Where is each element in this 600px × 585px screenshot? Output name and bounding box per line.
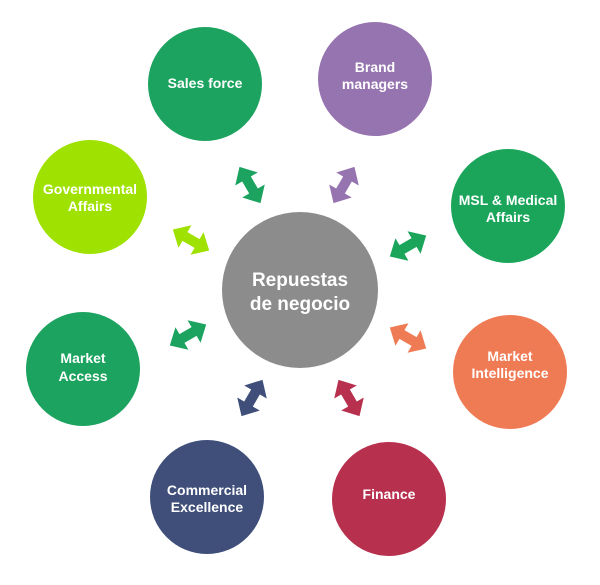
- node-label-line-1: MSL & Medical: [459, 192, 558, 208]
- node-finance: Finance: [332, 442, 446, 556]
- node-market-access: Market Access: [26, 312, 140, 426]
- node-circle: [33, 140, 147, 254]
- arrow-msl-medical-affairs: [383, 224, 433, 268]
- arrow-sales-force: [228, 160, 272, 210]
- node-circle: [26, 312, 140, 426]
- node-commercial-excellence: Commercial Excellence: [150, 440, 264, 554]
- node-brand-managers: Brand managers: [318, 22, 432, 136]
- center-label-line-2: de negocio: [250, 294, 350, 315]
- node-label-line-1: Market: [60, 350, 105, 366]
- center-circle: [222, 212, 378, 368]
- arrow-market-access: [163, 313, 213, 357]
- node-label: Sales force: [168, 75, 243, 91]
- node-circle: [453, 315, 567, 429]
- node-label: Finance: [363, 486, 416, 502]
- node-circle: [150, 440, 264, 554]
- node-governmental-affairs: Governmental Affairs: [33, 140, 147, 254]
- arrow-finance: [327, 373, 371, 423]
- node-circle: [148, 27, 262, 141]
- center-label-line-1: Repuestas: [252, 270, 348, 291]
- arrow-market-intelligence: [383, 316, 433, 360]
- node-label-line-2: Excellence: [171, 499, 244, 515]
- node-label-line-2: Affairs: [486, 209, 531, 225]
- arrow-governmental-affairs: [166, 218, 216, 262]
- node-sales-force: Sales force: [148, 27, 262, 141]
- center-hub: Repuestas de negocio: [222, 212, 378, 368]
- node-label-line-1: Governmental: [43, 181, 137, 197]
- node-circle: [318, 22, 432, 136]
- node-circle: [332, 442, 446, 556]
- node-label-line-1: Market: [487, 348, 532, 364]
- node-msl-medical-affairs: MSL & Medical Affairs: [451, 149, 565, 263]
- node-label-line-1: Commercial: [167, 482, 247, 498]
- node-label-line-2: Affairs: [68, 198, 113, 214]
- node-label-line-2: Access: [58, 368, 107, 384]
- node-label-line-2: Intelligence: [471, 365, 548, 381]
- node-label-line-1: Brand: [355, 59, 395, 75]
- node-label-line-2: managers: [342, 76, 408, 92]
- arrow-commercial-excellence: [230, 373, 274, 423]
- node-circle: [451, 149, 565, 263]
- node-market-intelligence: Market Intelligence: [453, 315, 567, 429]
- arrow-brand-managers: [322, 160, 366, 210]
